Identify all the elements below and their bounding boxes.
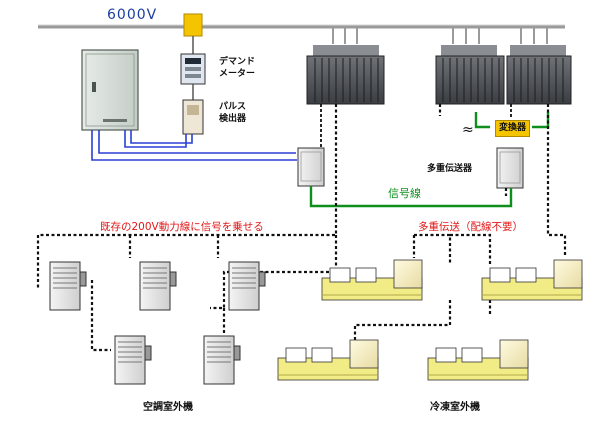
voltage-label: 6000V bbox=[107, 7, 158, 23]
ac-unit-4 bbox=[114, 335, 152, 385]
multiplex-no-wiring-label: 多重伝送（配線不要） bbox=[418, 221, 523, 233]
ac-unit-3 bbox=[228, 261, 266, 311]
ac-unit-2 bbox=[139, 261, 177, 311]
demand-meter-yellow-box bbox=[183, 13, 203, 37]
ac-outdoor-units-label: 空調室外機 bbox=[143, 402, 193, 413]
signal-injector bbox=[297, 104, 325, 187]
distribution-cabinet bbox=[81, 49, 139, 131]
pulse-detector bbox=[182, 84, 204, 135]
multiplex-transmitter-label: 多重伝送器 bbox=[427, 164, 473, 174]
power-wiring bbox=[91, 130, 297, 161]
pulse-detector-label-line2: 検出器 bbox=[219, 114, 247, 124]
refrigeration-power-line bbox=[353, 104, 567, 340]
transformer-2 bbox=[435, 45, 505, 105]
refrigeration-unit-2 bbox=[481, 259, 583, 301]
pulse-detector-label-line1: パルス bbox=[219, 102, 247, 112]
demand-meter-label-line1: デマンド bbox=[219, 57, 256, 67]
ac-unit-1 bbox=[49, 261, 87, 311]
signal-line-label: 信号線 bbox=[388, 187, 421, 200]
demand-meter-label-line2: メーター bbox=[219, 69, 256, 79]
demand-meter bbox=[180, 36, 206, 85]
transformer-3 bbox=[506, 45, 572, 105]
converter-label: 変換器 bbox=[495, 120, 531, 137]
refrigeration-unit-3 bbox=[277, 339, 379, 381]
refrigeration-unit-4 bbox=[427, 339, 529, 381]
tilde-symbol: ≈ bbox=[462, 122, 474, 138]
ac-unit-5 bbox=[203, 335, 241, 385]
high-voltage-bus bbox=[38, 24, 565, 29]
multiplex-transmitter-unit bbox=[496, 104, 524, 189]
existing-power-line-label: 既存の200V動力線に信号を乗せる bbox=[100, 221, 264, 233]
transformer-1 bbox=[306, 45, 385, 105]
transformer-drops bbox=[332, 27, 548, 44]
refrigeration-unit-1 bbox=[321, 259, 423, 301]
refrigeration-outdoor-units-label: 冷凍室外機 bbox=[430, 402, 480, 413]
